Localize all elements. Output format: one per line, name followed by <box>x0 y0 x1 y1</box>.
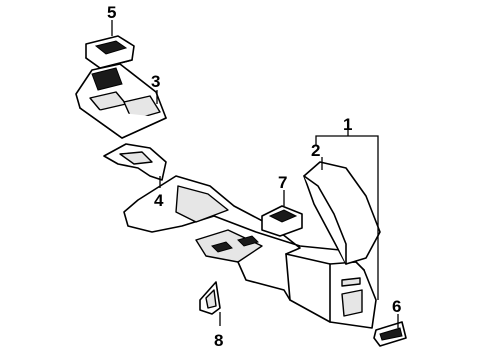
part-1-console-body <box>123 175 377 329</box>
callout-1: 1 <box>343 115 352 134</box>
part-5-cup-insert <box>85 35 135 69</box>
part-2-armrest-lid <box>303 161 381 265</box>
callouts: 5 3 4 7 2 1 6 8 <box>107 3 401 350</box>
callout-2: 2 <box>311 141 320 160</box>
leader-lines <box>111 20 399 328</box>
part-8-side-trim <box>199 281 221 315</box>
callout-4: 4 <box>154 191 164 210</box>
part-4-shifter-bezel <box>103 143 167 181</box>
callout-7: 7 <box>278 173 287 192</box>
part-6-end-cap <box>373 321 407 347</box>
callout-3: 3 <box>151 72 160 91</box>
leader-1 <box>315 135 379 300</box>
callout-5: 5 <box>107 3 116 22</box>
callout-6: 6 <box>392 297 401 316</box>
callout-8: 8 <box>214 331 223 350</box>
part-7-cup-holder <box>261 205 303 237</box>
part-3-console-tray <box>75 63 167 139</box>
